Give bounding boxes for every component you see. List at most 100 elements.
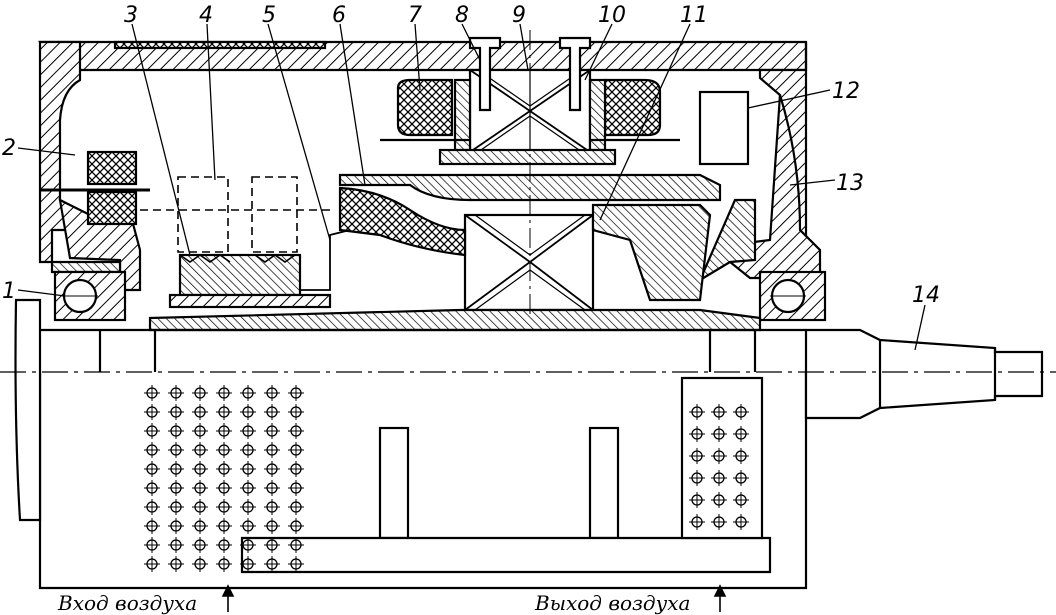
grille-hole-cross [733,470,749,486]
callout-7: 7 [408,3,422,28]
grille-hole-cross [216,480,232,496]
grille-hole-cross [192,480,208,496]
grille-hole-cross [288,404,304,420]
air-outlet-grille [689,404,749,530]
grille-hole-cross [733,426,749,442]
left-end-shield [38,40,142,292]
grille-hole-cross [288,518,304,534]
grille-hole-cross [168,499,184,515]
callout-numbers: 1 2 3 4 5 6 7 8 9 10 11 12 13 14 [2,3,940,308]
callout-12: 12 [832,79,860,104]
grille-hole-cross [168,423,184,439]
grille-hole-cross [711,492,727,508]
grille-hole-cross [689,426,705,442]
grille-hole-cross [144,423,160,439]
grille-hole-cross [733,514,749,530]
grille-hole-cross [264,480,280,496]
grille-hole-cross [240,556,256,572]
grille-hole-cross [168,461,184,477]
field-coil-right [588,78,680,152]
grille-hole-cross [288,537,304,553]
grille-hole-cross [733,448,749,464]
callout-9: 9 [512,3,526,28]
grille-hole-cross [168,518,184,534]
bearing-right [758,270,827,322]
grille-hole-cross [240,499,256,515]
grille-hole-cross [240,537,256,553]
air-inlet-grille [144,385,304,572]
grille-hole-cross [168,385,184,401]
grille-hole-cross [689,404,705,420]
grille-hole-cross [168,442,184,458]
grille-hole-cross [733,404,749,420]
grille-hole-cross [216,442,232,458]
grille-hole-cross [240,385,256,401]
external-lower-half [14,298,1044,590]
grille-hole-cross [168,556,184,572]
shaft-section [148,308,762,332]
grille-hole-cross [240,461,256,477]
terminal-box [698,90,750,166]
insulator-block [40,150,150,226]
grille-hole-cross [144,461,160,477]
grille-hole-cross [240,480,256,496]
frame-top-wall [38,40,808,72]
grille-hole-cross [216,423,232,439]
grille-hole-cross [192,499,208,515]
grille-hole-cross [216,461,232,477]
grille-hole-cross [689,448,705,464]
right-end-shield [697,42,822,283]
grille-hole-cross [192,556,208,572]
grille-hole-cross [240,423,256,439]
callout-8: 8 [455,3,469,28]
grille-hole-cross [240,518,256,534]
callout-2: 2 [2,136,16,161]
grille-hole-cross [216,404,232,420]
grille-hole-cross [264,499,280,515]
air-inlet-label: Вход воздуха [57,591,197,615]
commutator-assembly [168,229,351,309]
callout-4: 4 [199,3,213,28]
air-outlet-label: Выход воздуха [534,591,690,615]
grille-hole-cross [216,537,232,553]
grille-hole-cross [144,499,160,515]
callout-14: 14 [912,283,940,308]
grille-hole-cross [711,514,727,530]
grille-hole-cross [288,499,304,515]
grille-hole-cross [144,556,160,572]
grille-hole-cross [168,480,184,496]
pole-shoe [438,148,617,166]
grille-hole-cross [264,537,280,553]
grille-hole-cross [192,518,208,534]
grille-hole-cross [192,385,208,401]
grille-hole-cross [264,461,280,477]
grille-hole-cross [192,442,208,458]
grille-hole-cross [240,442,256,458]
grille-hole-cross [144,518,160,534]
grille-hole-cross [711,470,727,486]
left-shield-exterior [14,298,42,522]
armature-core [463,213,595,312]
grille-hole-cross [264,556,280,572]
grille-hole-cross [192,404,208,420]
grille-hole-cross [689,514,705,530]
grille-hole-cross [264,518,280,534]
grille-hole-cross [192,461,208,477]
grille-hole-cross [192,537,208,553]
bearing-left [53,270,127,322]
grille-hole-cross [168,537,184,553]
grille-hole-cross [264,423,280,439]
grille-hole-cross [288,461,304,477]
grille-hole-cross [264,442,280,458]
grille-hole-cross [288,385,304,401]
grille-hole-cross [216,556,232,572]
grille-hole-cross [689,492,705,508]
shaft-end [804,328,1044,420]
grille-hole-cross [192,423,208,439]
callout-10: 10 [598,3,626,28]
grille-hole-cross [288,423,304,439]
grille-hole-cross [733,492,749,508]
brush-holders [140,176,330,253]
grille-hole-cross [264,385,280,401]
